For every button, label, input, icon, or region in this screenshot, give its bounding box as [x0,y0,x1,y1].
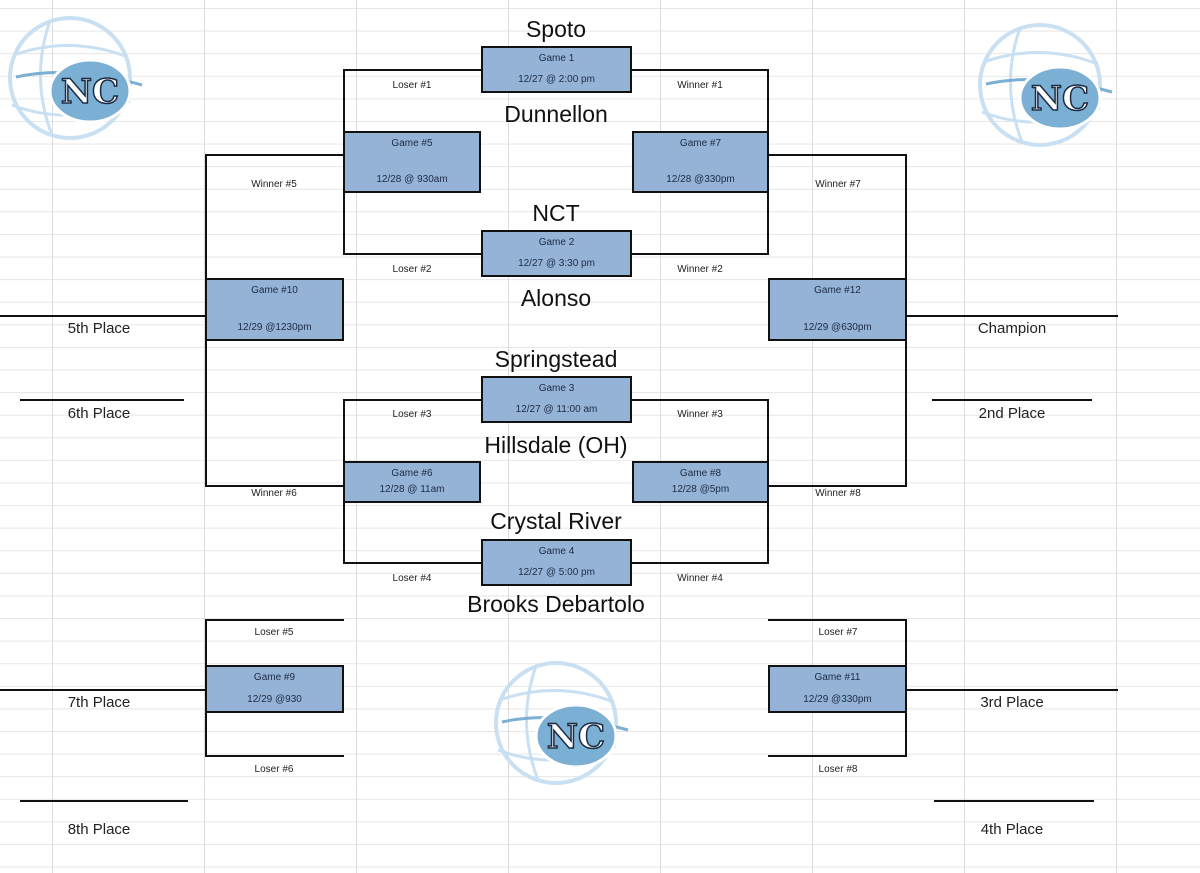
game-time: 12/29 @330pm [803,694,872,705]
svg-text:NC: NC [547,717,605,757]
label-loser-7: Loser #7 [818,627,858,638]
game-time: 12/28 @5pm [671,484,730,495]
game-title: Game #6 [391,468,433,479]
label-loser-2: Loser #2 [392,264,432,275]
label-loser-1: Loser #1 [392,80,432,91]
game-title: Game #11 [814,672,861,683]
game-title: Game #10 [251,285,298,296]
game-title: Game 4 [538,546,575,557]
label-winner-8: Winner #8 [815,488,861,499]
nc-logo-top-left: NC [0,15,150,145]
game-4-box: Game 4 12/27 @ 5:00 pm [481,539,632,586]
label-winner-2: Winner #2 [677,264,723,275]
game-7-box: Game #7 12/28 @330pm [632,131,769,193]
game-time: 12/27 @ 11:00 am [515,404,598,415]
game-title: Game 1 [538,53,575,64]
svg-text:NC: NC [1031,79,1089,119]
game-5-box: Game #5 12/28 @ 930am [343,131,481,193]
place-8th: 8th Place [67,821,131,838]
game-2-box: Game 2 12/27 @ 3:30 pm [481,230,632,277]
game-time: 12/28 @ 930am [376,174,448,185]
game-10-box: Game #10 12/29 @1230pm [205,278,344,341]
team-spoto: Spoto [525,16,587,42]
nc-basketball-logo-icon: NC [494,661,629,785]
game-time: 12/29 @930 [247,694,302,705]
team-brooks-debartolo: Brooks Debartolo [467,591,645,617]
team-hillsdale: Hillsdale (OH) [484,432,628,458]
nc-logo-top-right: NC [970,22,1120,152]
svg-text:NC: NC [61,72,119,112]
label-loser-5: Loser #5 [254,627,294,638]
label-loser-3: Loser #3 [392,409,432,420]
label-winner-6: Winner #6 [251,488,297,499]
place-4th: 4th Place [980,821,1044,838]
place-3rd: 3rd Place [980,694,1044,711]
game-title: Game #7 [679,138,722,149]
game-title: Game #12 [814,285,861,296]
game-title: Game #9 [253,672,296,683]
label-winner-1: Winner #1 [677,80,723,91]
place-6th: 6th Place [67,405,131,422]
nc-basketball-logo-icon: NC [978,23,1113,147]
label-winner-3: Winner #3 [677,409,723,420]
team-crystal-river: Crystal River [490,508,622,534]
game-time: 12/29 @630pm [803,322,872,333]
team-nct: NCT [532,200,580,226]
label-winner-5: Winner #5 [251,179,297,190]
game-3-box: Game 3 12/27 @ 11:00 am [481,376,632,423]
game-6-box: Game #6 12/28 @ 11am [343,461,481,503]
team-alonso: Alonso [520,285,592,311]
place-2nd: 2nd Place [978,405,1046,422]
place-champion: Champion [977,320,1047,337]
label-loser-8: Loser #8 [818,764,858,775]
label-loser-6: Loser #6 [254,764,294,775]
game-9-box: Game #9 12/29 @930 [205,665,344,713]
game-time: 12/28 @330pm [666,174,735,185]
game-time: 12/27 @ 2:00 pm [518,74,595,85]
place-5th: 5th Place [67,320,131,337]
label-loser-4: Loser #4 [392,573,432,584]
nc-basketball-logo-icon: NC [8,16,143,140]
game-title: Game 2 [538,237,575,248]
label-winner-7: Winner #7 [815,179,861,190]
game-title: Game 3 [538,383,575,394]
team-springstead: Springstead [494,346,618,372]
game-title: Game #5 [391,138,433,149]
team-dunnellon: Dunnellon [504,101,608,127]
game-12-box: Game #12 12/29 @630pm [768,278,907,341]
game-8-box: Game #8 12/28 @5pm [632,461,769,503]
game-11-box: Game #11 12/29 @330pm [768,665,907,713]
game-time: 12/28 @ 11am [379,484,445,495]
place-7th: 7th Place [67,694,131,711]
game-time: 12/29 @1230pm [237,322,312,333]
label-winner-4: Winner #4 [677,573,723,584]
game-1-box: Game 1 12/27 @ 2:00 pm [481,46,632,93]
nc-logo-bottom-center: NC [486,660,636,790]
game-title: Game #8 [679,468,722,479]
game-time: 12/27 @ 5:00 pm [518,567,595,578]
game-time: 12/27 @ 3:30 pm [518,258,595,269]
